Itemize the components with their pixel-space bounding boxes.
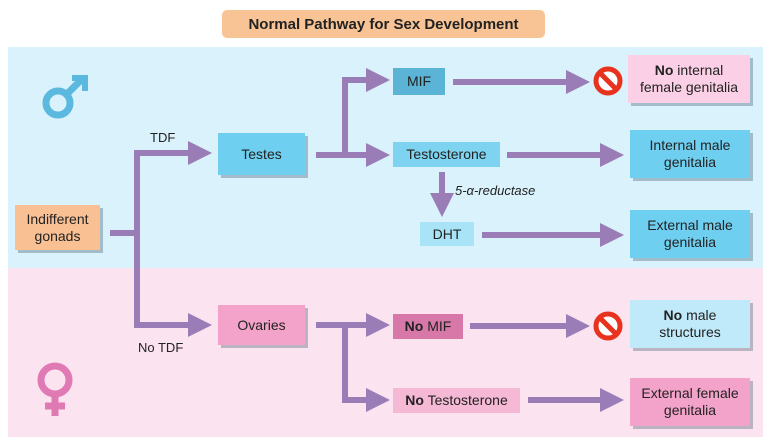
male-symbol-icon: [42, 75, 88, 119]
no-testosterone-text: Testosterone: [423, 392, 508, 408]
no-mif-node: No MIF: [393, 314, 463, 339]
mif-node: MIF: [393, 68, 445, 95]
no-male-text: male structures: [659, 307, 721, 340]
no-emphasis: No: [405, 392, 424, 408]
no-emphasis: No: [663, 307, 683, 323]
external-female-node: External female genitalia: [630, 378, 750, 426]
no-emphasis: No: [404, 318, 424, 334]
ovaries-branch: [316, 322, 348, 403]
no-emphasis: No: [654, 62, 674, 78]
diagram-title: Normal Pathway for Sex Development: [222, 10, 545, 38]
prohibited-icon: [593, 311, 623, 341]
no-internal-female-node: No internal female genitalia: [628, 55, 750, 103]
no-testosterone-node: No Testosterone: [393, 388, 520, 413]
internal-male-node: Internal male genitalia: [630, 130, 750, 178]
trunk-line: [110, 150, 140, 328]
ovaries-node: Ovaries: [218, 305, 305, 345]
testes-node: Testes: [218, 133, 305, 175]
external-male-node: External male genitalia: [630, 210, 750, 258]
testes-branch: [316, 77, 348, 158]
no-tdf-label: No TDF: [138, 340, 184, 355]
dht-node: DHT: [420, 222, 474, 246]
testosterone-node: Testosterone: [393, 142, 500, 167]
no-internal-female-text: internal female genitalia: [639, 62, 739, 95]
prohibited-icon: [593, 66, 623, 96]
no-mif-text: MIF: [423, 318, 452, 334]
reductase-label: 5-α-reductase: [455, 183, 536, 198]
indifferent-gonads-node: Indifferent gonads: [15, 205, 100, 250]
female-symbol-icon: [37, 362, 73, 416]
tdf-label: TDF: [150, 130, 176, 145]
no-male-structures-node: No male structures: [630, 300, 750, 348]
